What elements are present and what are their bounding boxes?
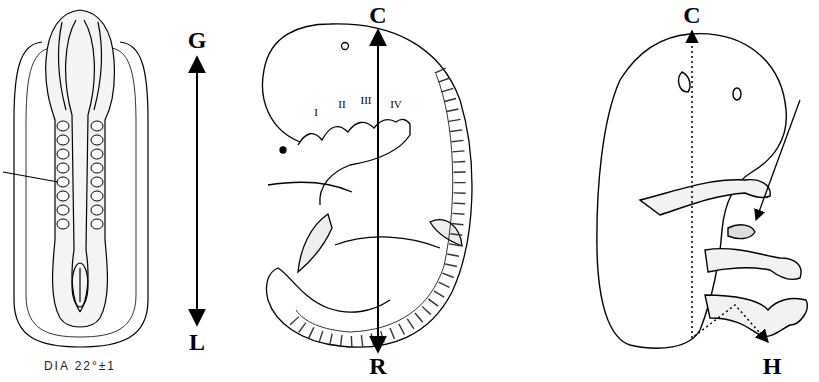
axis-letter: L xyxy=(189,330,205,354)
axis-letter: H xyxy=(763,354,782,378)
fetus xyxy=(597,34,807,349)
stage-stamp: DIA 22°±1 xyxy=(44,360,116,372)
lateral-embryo xyxy=(263,24,472,347)
dorsal-embryo xyxy=(14,10,148,347)
crown-heel-line xyxy=(692,31,768,342)
arch-number: II xyxy=(338,99,345,110)
axis-letter: C xyxy=(683,3,700,27)
arch-number: IV xyxy=(390,99,402,110)
axis-letter: R xyxy=(369,354,386,378)
pointer-arrow xyxy=(756,100,800,220)
crown-rump-arrow xyxy=(377,30,379,352)
length-arrow xyxy=(196,57,198,325)
axis-letter: C xyxy=(369,3,386,27)
arch-number: III xyxy=(361,95,372,106)
arch-number: I xyxy=(314,107,318,118)
axis-letter: G xyxy=(188,28,207,52)
leader-line xyxy=(3,172,58,182)
